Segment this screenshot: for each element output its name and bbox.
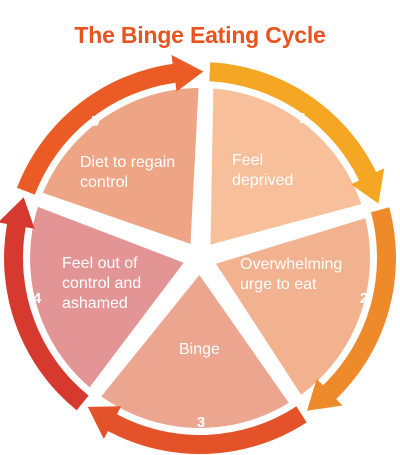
- step-3-number: 3: [196, 414, 206, 431]
- slice-step-3: [101, 275, 289, 428]
- slice-step-1: [210, 88, 362, 245]
- arrow-step-1: [209, 62, 385, 204]
- cycle-arrows: [0, 55, 396, 455]
- step-1-number: 1: [298, 110, 308, 127]
- diagram-title: The Binge Eating Cycle: [74, 22, 326, 48]
- step-4-number: 4: [32, 290, 42, 307]
- step-5-label: Diet to regain control: [80, 154, 176, 191]
- arrow-step-5: [17, 55, 204, 195]
- slice-step-2: [216, 218, 371, 395]
- pie-slices: [30, 88, 371, 428]
- step-5-number: 5: [90, 113, 100, 130]
- step-2-number: 2: [359, 290, 369, 307]
- slice-step-4: [30, 206, 184, 388]
- slice-step-5: [42, 88, 199, 244]
- step-3-label: Binge: [179, 341, 220, 358]
- arrow-step-2: [307, 207, 396, 411]
- step-4-label: Feel out of control and ashamed: [62, 255, 142, 312]
- arrow-step-4: [0, 197, 89, 411]
- step-2-label: Overwhelming urge to eat: [240, 256, 343, 293]
- step-1-label: Feel deprived: [232, 152, 294, 189]
- arrow-step-3: [87, 406, 307, 455]
